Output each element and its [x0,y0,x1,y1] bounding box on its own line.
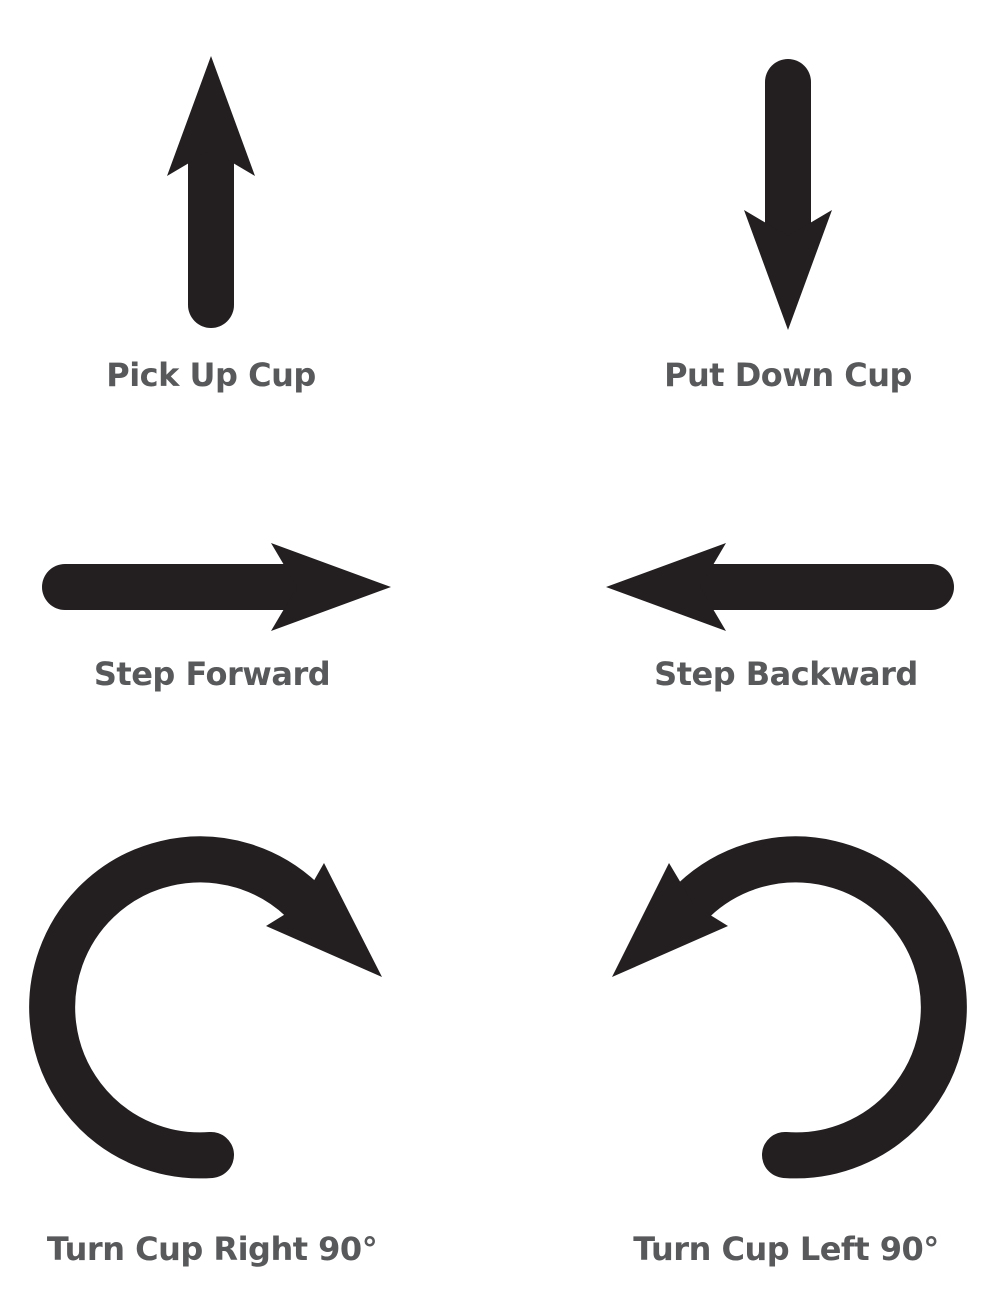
step-backward-label: Step Backward [654,655,918,693]
turn-cup-left-label: Turn Cup Left 90° [633,1230,939,1268]
arrow-left-icon [606,543,954,631]
pick-up-cup-label: Pick Up Cup [106,356,316,394]
turn-cup-right-label: Turn Cup Right 90° [46,1230,378,1268]
arrow-right-icon [42,543,391,631]
rotate-clockwise-icon [29,836,382,1179]
step-forward-label: Step Forward [93,655,331,693]
arrow-down-icon [744,59,832,330]
arrow-up-icon [167,56,255,328]
rotate-counterclockwise-icon [612,836,967,1179]
put-down-cup-label: Put Down Cup [664,356,912,394]
